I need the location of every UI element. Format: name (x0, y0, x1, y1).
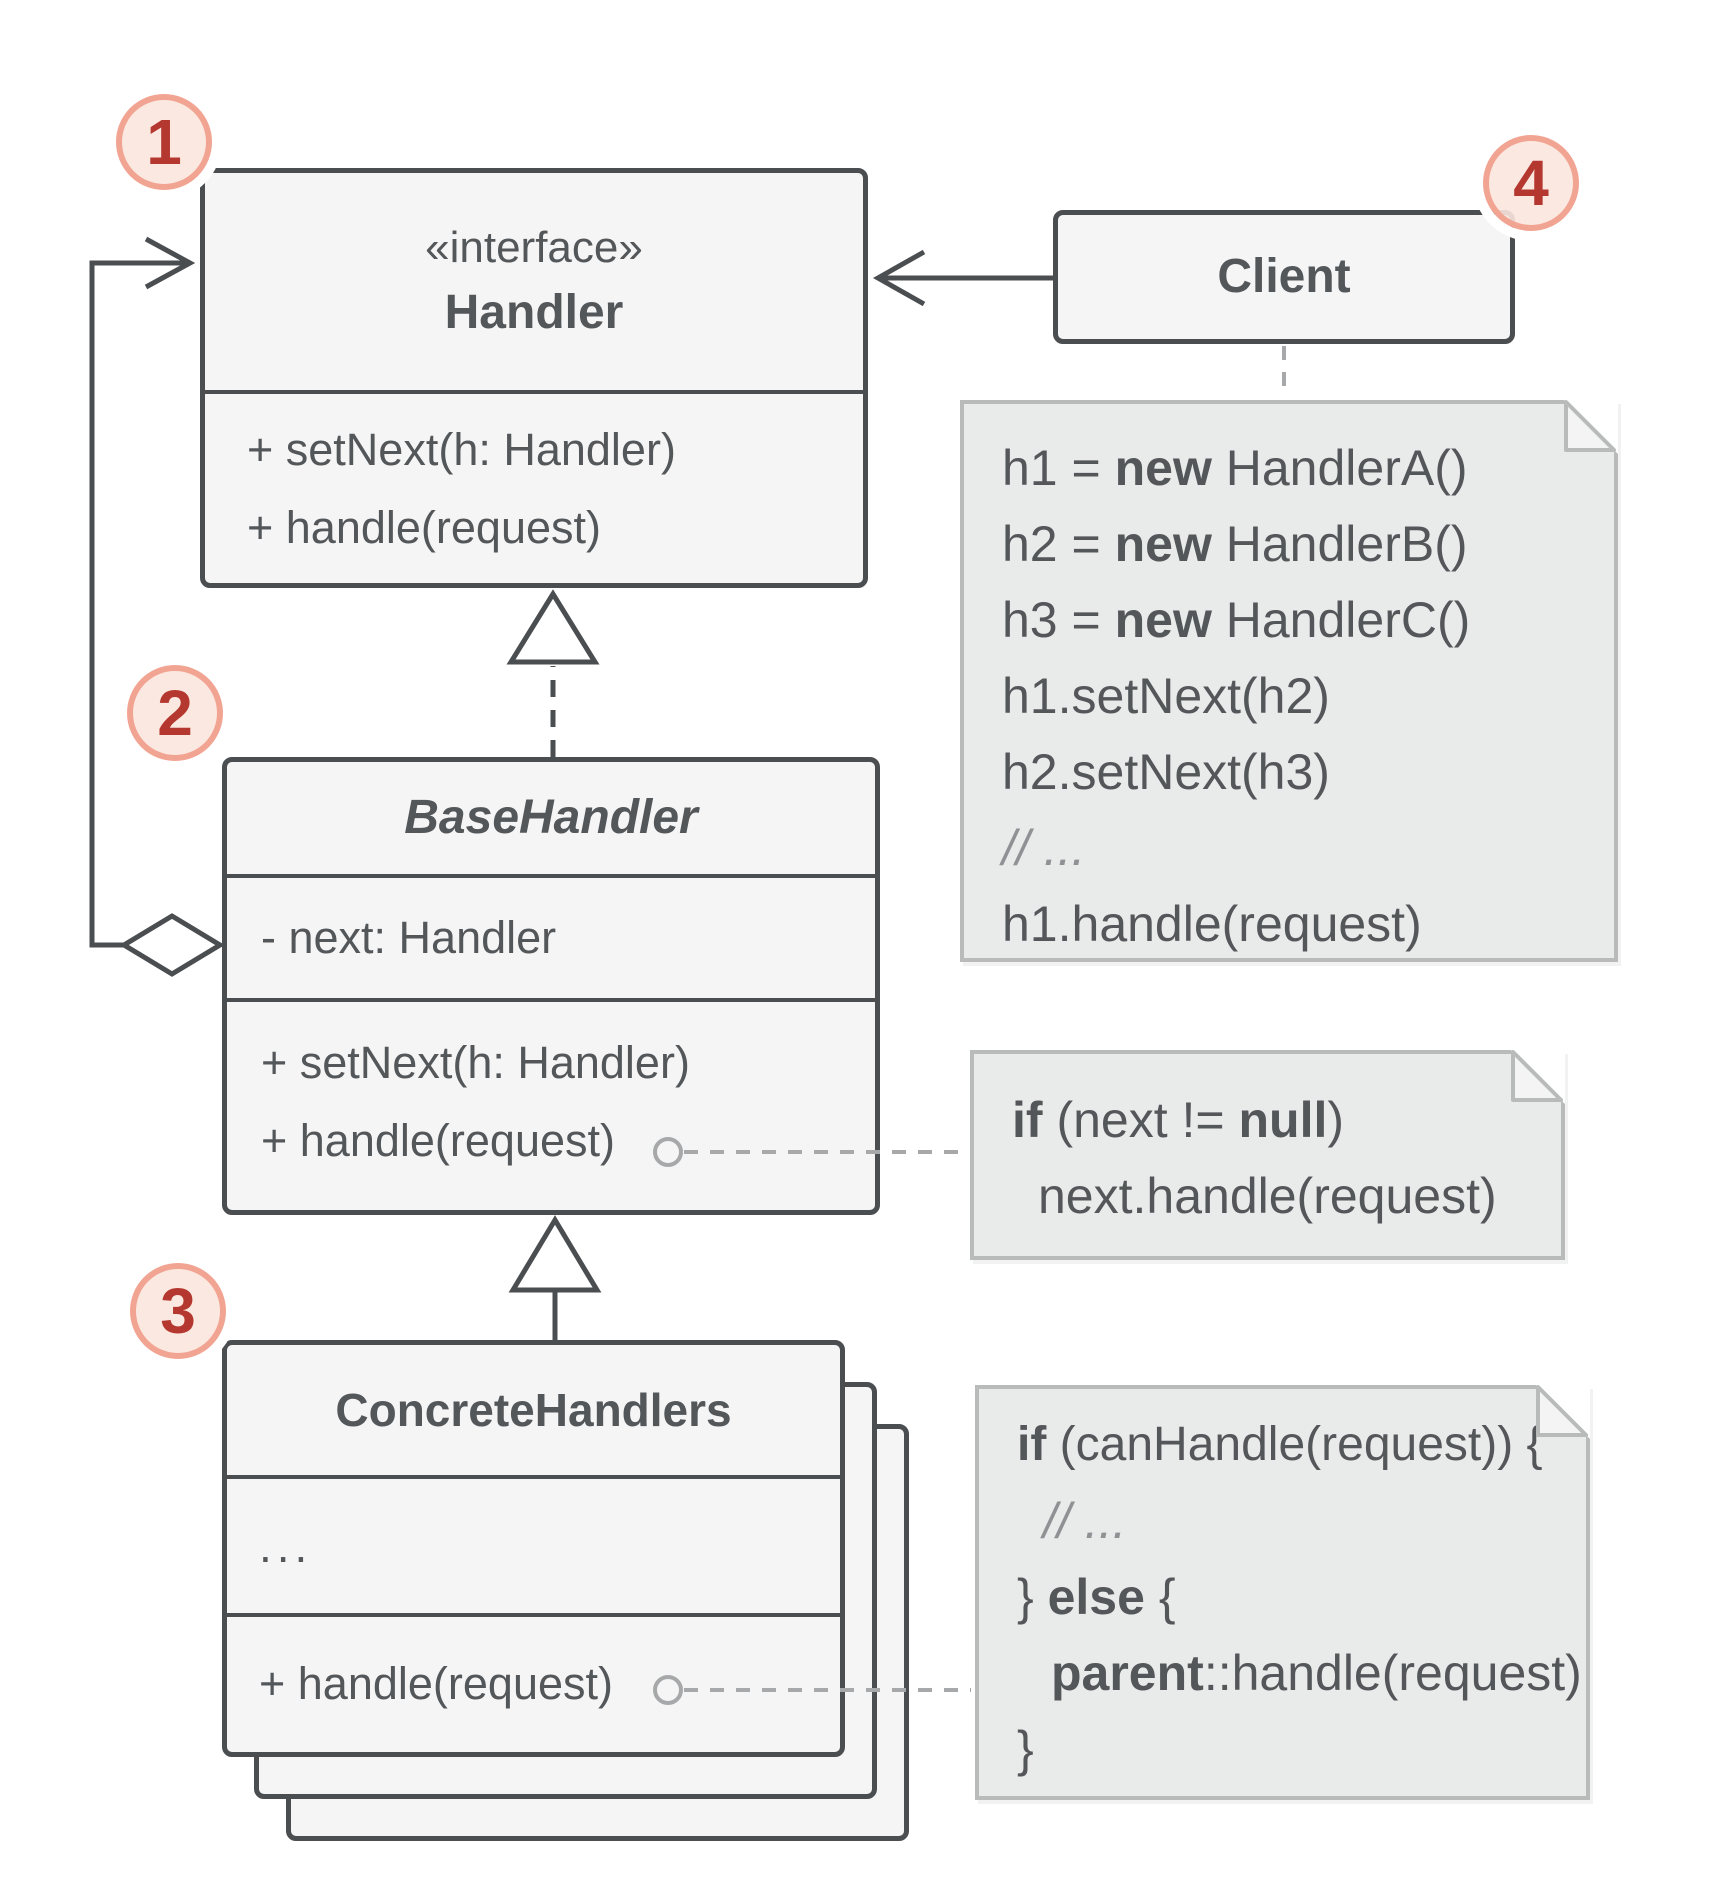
class-basehandler: BaseHandler - next: Handler + setNext(h:… (222, 757, 880, 1215)
class-handler-title: «interface» Handler (205, 173, 863, 394)
class-concretehandlers-methods: + handle(request) (227, 1617, 840, 1750)
code-line: h2 = new HandlerB() (1002, 516, 1468, 572)
code-line: parent::handle(request) (1051, 1645, 1582, 1701)
badge-1-label: 1 (146, 106, 182, 178)
class-name: Handler (444, 285, 624, 339)
stereotype-label: «interface» (425, 222, 643, 272)
class-concretehandlers-title: ConcreteHandlers (227, 1345, 840, 1479)
code-line: h1.setNext(h2) (1002, 668, 1330, 724)
method-setnext: + setNext(h: Handler) (247, 424, 676, 475)
generalization-triangle-icon (508, 1215, 602, 1293)
code-line: } else { (1017, 1569, 1176, 1625)
ellipsis-label: ... (259, 1520, 313, 1572)
note-concretehandler-handle: if (canHandle(request)) { // ... } else … (975, 1385, 1590, 1800)
code-line: h1 = new HandlerA() (1002, 440, 1468, 496)
dog-ear-icon (1564, 400, 1618, 454)
code-comment-line: // ... (1043, 1493, 1127, 1549)
badge-1: 1 (116, 94, 212, 190)
badge-2: 2 (127, 665, 223, 761)
code-line: if (canHandle(request)) { (1017, 1418, 1543, 1471)
client-arrowhead-icon (872, 249, 926, 307)
badge-3: 3 (130, 1263, 226, 1359)
method-handle: + handle(request) (247, 502, 601, 553)
code-line: h1.handle(request) (1002, 896, 1422, 952)
class-concretehandlers-attributes: ... (227, 1479, 840, 1617)
code-line: h3 = new HandlerC() (1002, 592, 1471, 648)
class-name: Client (1217, 250, 1351, 303)
code-block: h1 = new HandlerA() h2 = new HandlerB() … (964, 404, 1614, 962)
class-concretehandlers: ConcreteHandlers ... + handle(request) (222, 1340, 845, 1757)
attribute-next: - next: Handler (261, 912, 557, 963)
code-line: } (1017, 1721, 1034, 1777)
note-basehandler-handle: if (next != null) next.handle(request) (970, 1050, 1565, 1260)
class-basehandler-title: BaseHandler (227, 762, 875, 878)
badge-4-label: 4 (1513, 147, 1549, 219)
class-client: Client (1053, 210, 1515, 344)
method-handle: + handle(request) (259, 1657, 613, 1709)
badge-4: 4 (1483, 135, 1579, 231)
class-basehandler-methods: + setNext(h: Handler) + handle(request) (227, 1002, 875, 1202)
dog-ear-icon (1511, 1050, 1565, 1104)
code-comment-line: // ... (1002, 820, 1086, 876)
realization-triangle-icon (506, 589, 600, 665)
dog-ear-icon (1536, 1385, 1590, 1439)
method-setnext: + setNext(h: Handler) (261, 1037, 690, 1088)
badge-2-label: 2 (157, 677, 193, 749)
code-line: next.handle(request) (1038, 1168, 1497, 1224)
method-handle: + handle(request) (261, 1115, 615, 1166)
class-handler: «interface» Handler + setNext(h: Handler… (200, 168, 868, 588)
aggregation-diamond-icon (119, 913, 225, 977)
aggregation-line (89, 260, 188, 948)
code-block: if (canHandle(request)) { // ... } else … (979, 1389, 1586, 1787)
code-block: if (next != null) next.handle(request) (974, 1054, 1561, 1234)
association-arrowhead-icon (144, 236, 196, 290)
code-line: h2.setNext(h3) (1002, 744, 1330, 800)
class-basehandler-attributes: - next: Handler (227, 878, 875, 1002)
badge-3-label: 3 (160, 1275, 196, 1347)
class-name: BaseHandler (404, 791, 698, 844)
code-line: if (next != null) (1012, 1092, 1345, 1148)
note-client-code: h1 = new HandlerA() h2 = new HandlerB() … (960, 400, 1618, 962)
class-name: ConcreteHandlers (335, 1384, 732, 1436)
class-handler-methods: + setNext(h: Handler) + handle(request) (205, 394, 863, 584)
